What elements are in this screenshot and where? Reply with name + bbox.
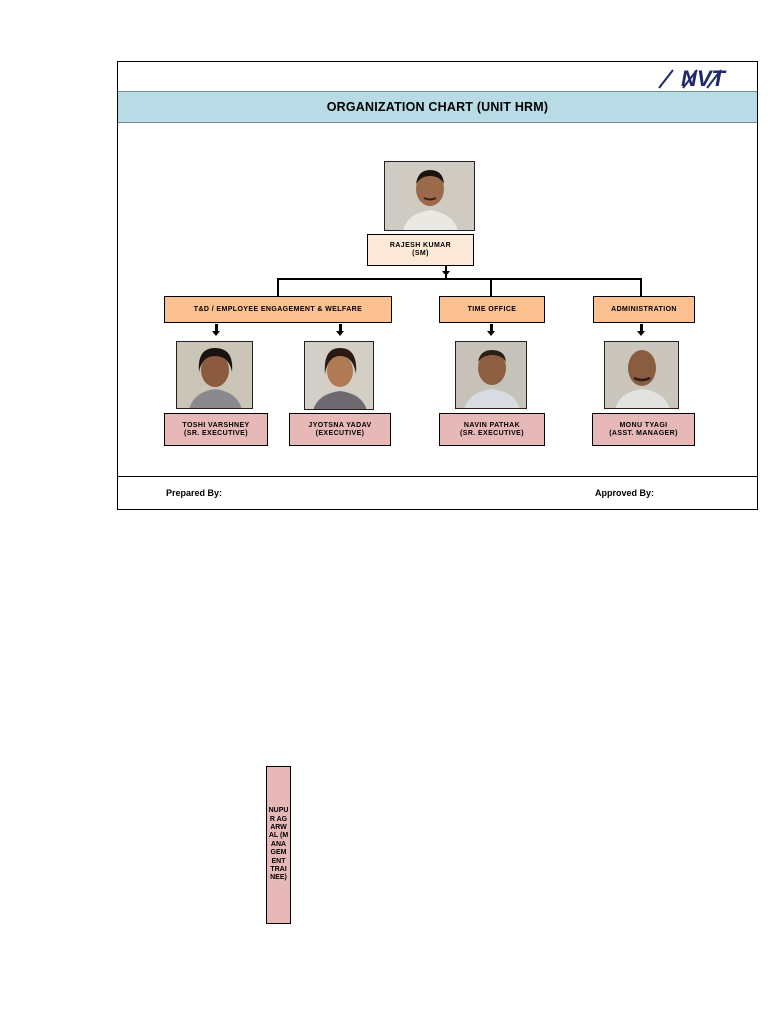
member-name: NUPUR AGARWAL (MANAGEMENT TRAINEE)	[268, 807, 289, 882]
member-photo	[455, 341, 527, 409]
dept-label: TIME OFFICE	[467, 305, 517, 313]
dept-box-td-welfare: T&D / EMPLOYEE ENGAGEMENT & WELFARE	[164, 296, 392, 323]
member-name: JYOTSNA YADAV	[308, 421, 372, 429]
connector-line	[339, 324, 342, 331]
connector-line	[640, 324, 643, 331]
dept-box-time-office: TIME OFFICE	[439, 296, 545, 323]
arrow-icon	[442, 271, 450, 276]
connector-line	[215, 324, 218, 331]
dept-label: ADMINISTRATION	[611, 305, 677, 313]
arrow-icon	[637, 331, 645, 336]
connector-line	[277, 278, 279, 296]
approved-by-label: Approved By:	[595, 488, 655, 498]
member-name: NAVIN PATHAK	[463, 421, 521, 429]
company-logo: NVT	[658, 66, 727, 90]
arrow-icon	[212, 331, 220, 336]
svg-text:NVT: NVT	[681, 66, 727, 90]
dept-box-administration: ADMINISTRATION	[593, 296, 695, 323]
connector-line	[277, 278, 642, 280]
head-photo	[384, 161, 475, 231]
head-box: RAJESH KUMAR (SM)	[367, 234, 474, 266]
member-box-toshi: TOSHI VARSHNEY (SR. EXECUTIVE)	[164, 413, 268, 446]
footer-divider	[118, 476, 757, 477]
head-name: RAJESH KUMAR	[389, 242, 452, 249]
member-role: (SR. EXECUTIVE)	[460, 429, 524, 437]
member-box-navin: NAVIN PATHAK (SR. EXECUTIVE)	[439, 413, 545, 446]
arrow-icon	[487, 331, 495, 336]
arrow-icon	[336, 331, 344, 336]
member-photo	[176, 341, 253, 409]
member-role: (ASST. MANAGER)	[609, 429, 678, 437]
member-name: MONU TYAGI	[619, 421, 668, 429]
member-box-monu: MONU TYAGI (ASST. MANAGER)	[592, 413, 695, 446]
member-box-jyotsna: JYOTSNA YADAV (EXECUTIVE)	[289, 413, 391, 446]
connector-line	[490, 278, 492, 296]
member-role: (EXECUTIVE)	[315, 429, 365, 437]
prepared-by-label: Prepared By:	[166, 488, 223, 498]
org-chart-frame: NVT ORGANIZATION CHART (UNIT HRM) Prepar…	[117, 61, 758, 510]
connector-line	[490, 324, 493, 331]
member-box-nupur: NUPUR AGARWAL (MANAGEMENT TRAINEE)	[266, 766, 291, 924]
chart-title: ORGANIZATION CHART (UNIT HRM)	[118, 91, 757, 123]
head-role: (SM)	[412, 250, 429, 257]
connector-line	[640, 278, 642, 296]
dept-label: T&D / EMPLOYEE ENGAGEMENT & WELFARE	[193, 305, 363, 313]
member-name: TOSHI VARSHNEY	[182, 421, 250, 429]
member-photo	[604, 341, 679, 409]
member-role: (SR. EXECUTIVE)	[184, 429, 248, 437]
member-photo	[304, 341, 374, 410]
